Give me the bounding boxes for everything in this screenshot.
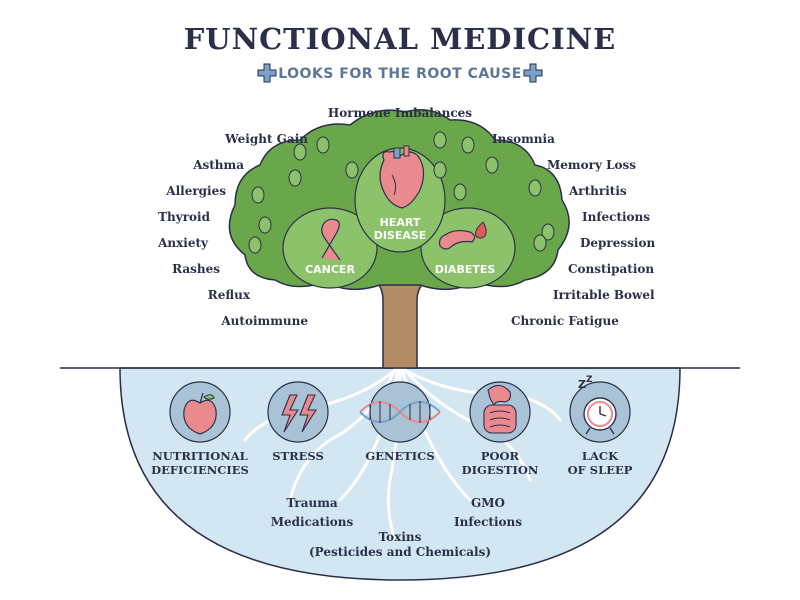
symptom-left: Weight Gain xyxy=(225,132,308,146)
symptom-right: Arthritis xyxy=(569,184,627,198)
alarm-clock-icon: Z Z xyxy=(578,375,617,435)
dna-icon xyxy=(359,401,441,423)
symptom-left: Anxiety xyxy=(158,236,208,250)
cause-trauma: Trauma xyxy=(286,496,338,510)
root-cause-label: POOR DIGESTION xyxy=(461,449,539,477)
symptom-right: Depression xyxy=(580,236,656,250)
symptom-right: Chronic Fatigue xyxy=(511,314,619,328)
page-subtitle: LOOKS FOR THE ROOT CAUSE xyxy=(278,66,522,82)
root-cause-label: NUTRITIONAL DEFICIENCIES xyxy=(151,449,249,477)
cause-toxins: Toxins (Pesticides and Chemicals) xyxy=(308,530,492,559)
pancreas-icon xyxy=(438,221,487,250)
diabetes-bubble xyxy=(420,207,516,289)
svg-text:Z: Z xyxy=(578,378,586,391)
symptom-right: Irritable Bowel xyxy=(553,288,655,302)
lightning-icon xyxy=(281,394,318,433)
symptom-right: Memory Loss xyxy=(547,158,637,172)
symptom-left: Asthma xyxy=(193,158,244,172)
symptom-left: Reflux xyxy=(207,288,250,302)
root-cause-label: LACK OF SLEEP xyxy=(567,449,633,477)
medical-cross-icons xyxy=(257,63,543,83)
symptom-right: Constipation xyxy=(568,262,655,276)
symptom-hormone-imbalances: Hormone Imbalances xyxy=(327,106,473,120)
symptom-left: Allergies xyxy=(166,184,226,198)
root-cause-label: GENETICS xyxy=(365,449,435,463)
root-icon-circles xyxy=(169,381,631,443)
symptom-right: Infections xyxy=(582,210,651,224)
stomach-icon xyxy=(483,384,517,434)
page-title: FUNCTIONAL MEDICINE xyxy=(183,22,617,56)
cause-infections: Infections xyxy=(453,515,523,529)
symptom-left: Rashes xyxy=(172,262,220,276)
cause-gmo: GMO xyxy=(471,496,505,510)
leaf-dots xyxy=(248,131,555,254)
symptom-right: Insomnia xyxy=(492,132,555,146)
diabetes-label: DIABETES xyxy=(434,263,496,276)
cancer-label: CANCER xyxy=(305,263,355,276)
heart-organ-icon xyxy=(379,145,425,209)
cause-medications: Medications xyxy=(270,515,354,529)
root-cause-label: STRESS xyxy=(272,449,324,463)
svg-text:Z: Z xyxy=(586,375,593,385)
symptom-left: Thyroid xyxy=(158,210,210,224)
apple-icon xyxy=(183,392,217,435)
cancer-ribbon-icon xyxy=(321,218,341,261)
symptom-left: Autoimmune xyxy=(221,314,308,328)
heart-disease-label: HEART DISEASE xyxy=(373,216,427,242)
soil-area xyxy=(119,367,681,581)
